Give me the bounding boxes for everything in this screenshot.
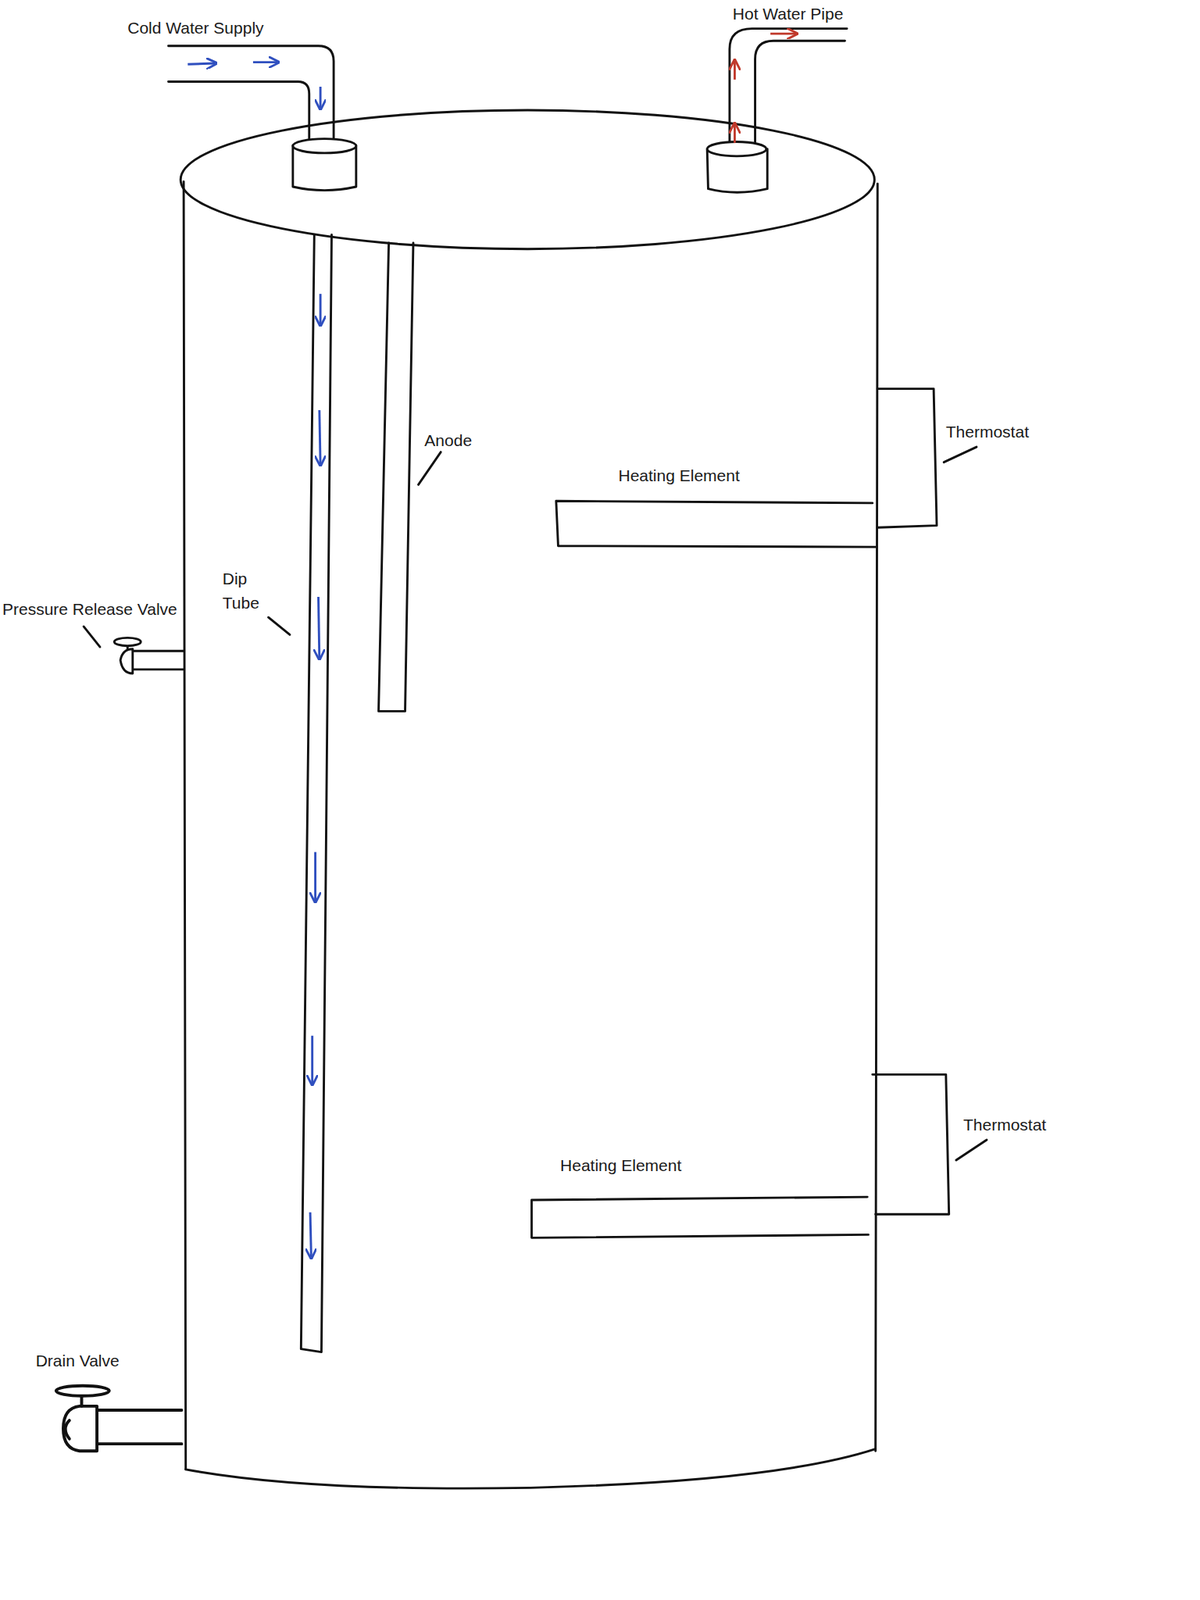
cold-water-pipe — [292, 139, 357, 154]
part-label: Heating Element — [560, 1153, 682, 1178]
cold-flow-arrow — [319, 410, 321, 465]
tank-body — [875, 183, 879, 1451]
cold-flow-arrow — [310, 1212, 311, 1258]
pressure-release-valve — [114, 637, 141, 646]
cold-flow-arrow — [187, 63, 215, 65]
leader-line — [418, 452, 442, 486]
cold-flow-arrow — [310, 1035, 314, 1084]
pipe-label: Hot Water Pipe — [732, 2, 844, 26]
hot-water-pipe — [707, 28, 847, 193]
cold-flow-arrow — [319, 86, 322, 108]
tank-body — [180, 110, 875, 250]
hot-flow-arrow — [733, 60, 736, 80]
pressure-release-valve — [132, 650, 184, 670]
cold-water-pipe — [168, 81, 310, 145]
cold-flow-arrow — [318, 596, 320, 658]
pressure-release-valve — [120, 649, 133, 674]
dip-tube — [300, 234, 332, 1352]
tank-body — [185, 1449, 876, 1489]
cold-flow-arrow — [314, 852, 317, 902]
tank-body — [180, 110, 878, 1489]
part-label: Anode — [424, 428, 472, 453]
leader-line — [83, 626, 100, 647]
drain-valve — [56, 1385, 183, 1452]
part-label: Thermostat — [946, 420, 1029, 444]
cold-flow-arrow — [319, 293, 322, 325]
hot-water-pipe — [729, 28, 847, 147]
drain-valve — [63, 1406, 97, 1451]
hot-water-pipe — [755, 40, 846, 147]
tank-body — [183, 181, 186, 1469]
anode-rod — [378, 242, 414, 712]
drain-valve — [56, 1385, 110, 1397]
cold-water-pipe — [168, 46, 357, 191]
hot-flow-arrow — [770, 32, 797, 36]
leader-line — [956, 1139, 987, 1161]
part-label: Thermostat — [963, 1113, 1047, 1137]
cold-flow-arrow — [253, 60, 278, 64]
cold-flow-arrow — [187, 62, 321, 1258]
leader-line — [943, 446, 977, 463]
thermostat — [877, 389, 937, 529]
part-label: Pressure Release Valve — [2, 597, 178, 622]
hot-flow-arrow — [734, 33, 796, 143]
drain-valve — [65, 1420, 70, 1440]
pressure-release-valve — [114, 637, 184, 674]
heating-element — [531, 1196, 868, 1238]
pipe-label: Cold Water Supply — [127, 16, 264, 40]
part-label: Heating Element — [618, 464, 740, 488]
drain-valve — [96, 1410, 182, 1444]
cold-water-pipe — [168, 46, 335, 146]
hot-flow-arrow — [733, 124, 736, 143]
leader-line — [268, 617, 290, 635]
part-label: Drain Valve — [35, 1349, 120, 1373]
water-heater-illustration — [56, 28, 987, 1490]
part-label: Dip Tube — [222, 567, 274, 615]
leader-line — [83, 446, 987, 1161]
heating-element — [556, 500, 876, 547]
hot-water-pipe — [707, 142, 767, 157]
thermostat — [872, 1074, 950, 1215]
